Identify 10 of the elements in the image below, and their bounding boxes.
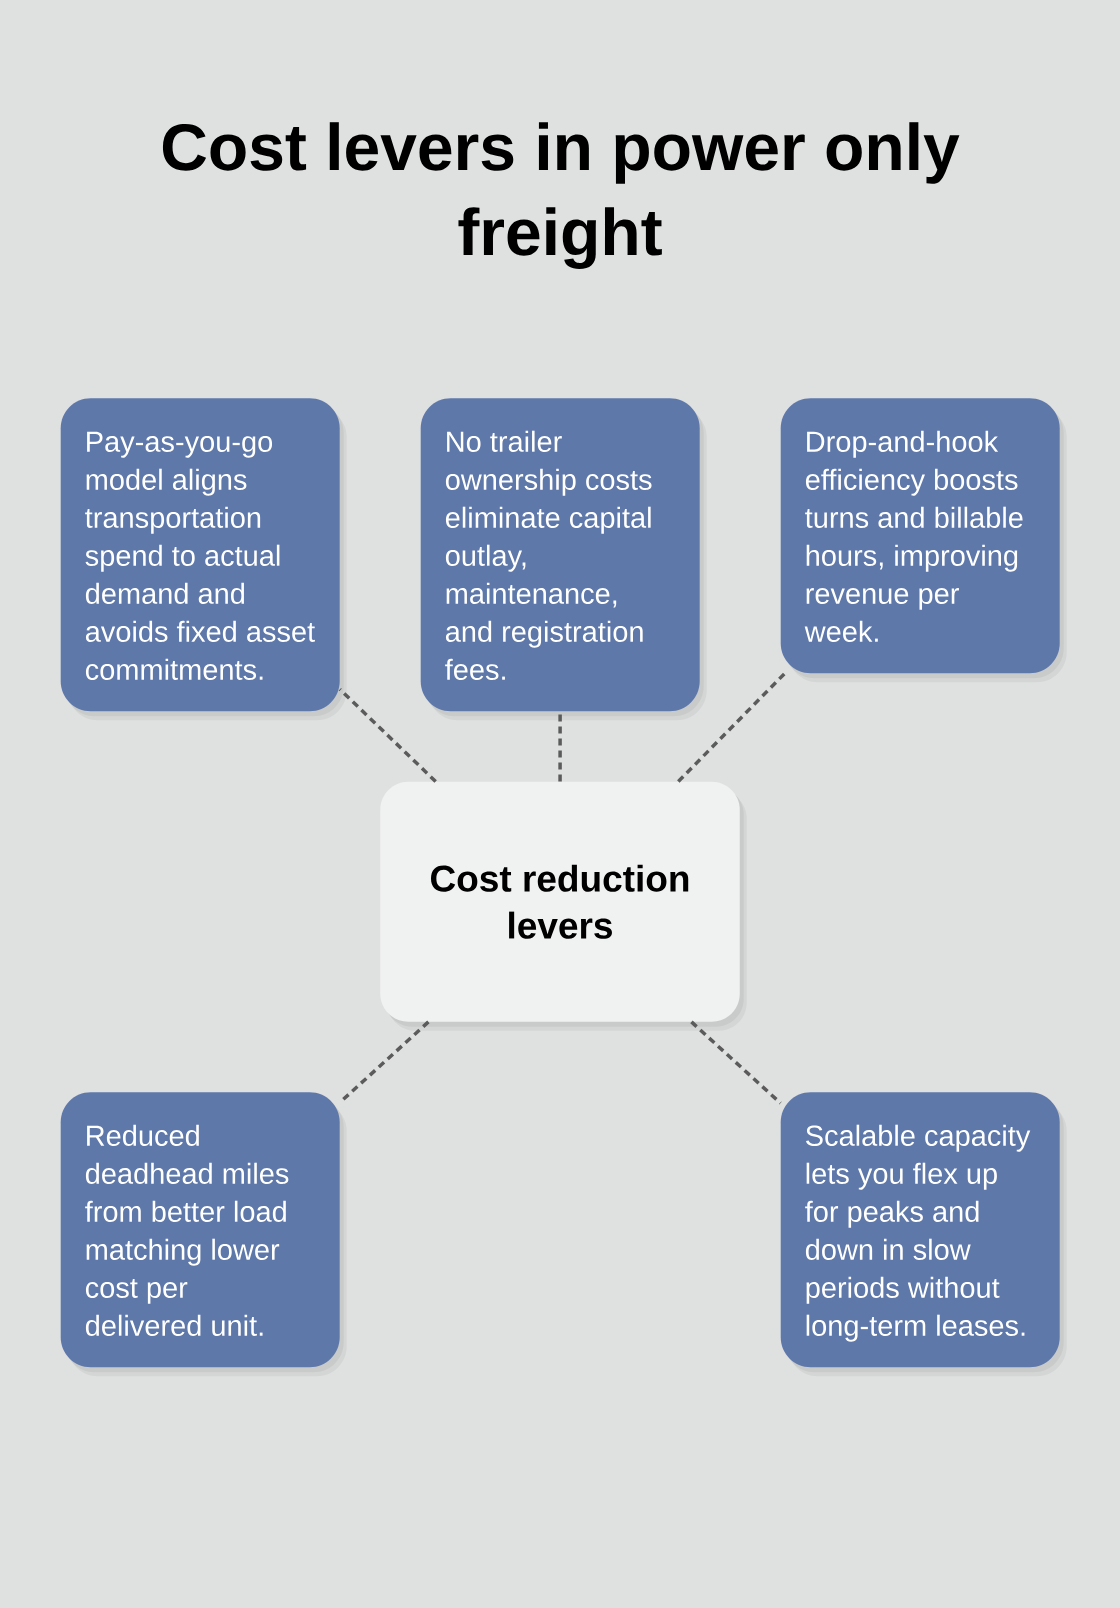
rounded-box: Pay-as-you-go model aligns transportation spend to actual demand and avoids fixed asset commitments. (60, 398, 347, 721)
rounded-box: Scalable capacity lets you flex up for peaks and down in slow periods without long-term leases. (780, 1092, 1067, 1377)
center-box: Cost reduction levers (380, 781, 747, 1031)
rounded-box: Reduced deadhead miles from better load matching lower cost per delivered unit. (60, 1092, 347, 1377)
dashed-line (677, 672, 786, 783)
rounded-box: Drop-and-hook efficiency boosts turns and billable hours, improving revenue per week. (780, 398, 1067, 683)
dashed-line (690, 1020, 782, 1105)
title: Cost levers in power only freight (162, 122, 960, 269)
rounded-box: No trailer ownership costs eliminate capital outlay, maintenance, and registration fees. (420, 398, 707, 721)
dashed-line (338, 688, 437, 783)
